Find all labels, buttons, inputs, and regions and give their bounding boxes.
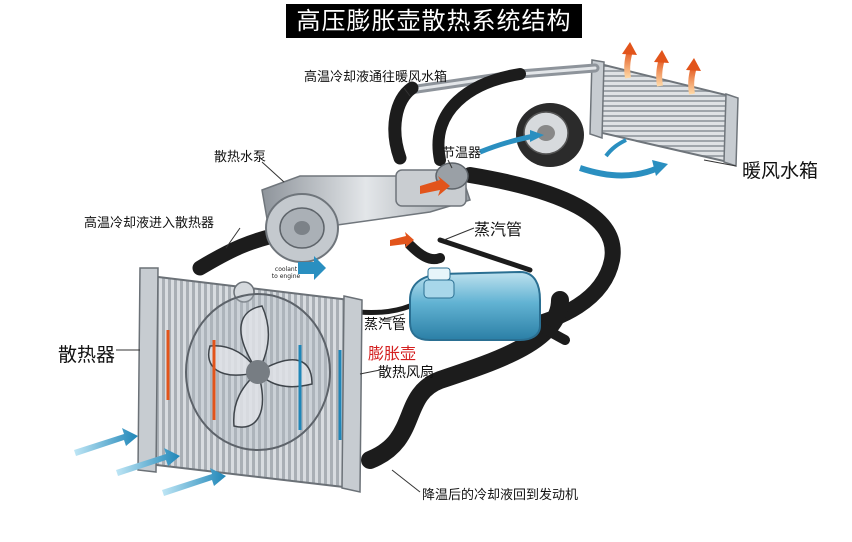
- heater-blower: [516, 103, 584, 167]
- label-water-pump: 散热水泵: [214, 150, 267, 165]
- label-coolant-to-engine: coolant to engine: [268, 266, 304, 280]
- label-heater-hot-in: 高温冷却液通往暖风水箱: [304, 70, 448, 85]
- radiator-flow-arrows: [166, 330, 342, 440]
- label-steam-pipe-lower: 蒸汽管: [364, 317, 406, 333]
- page-title: 高压膨胀壶散热系统结构: [286, 4, 582, 38]
- coolant-to-engine-arrow: [298, 256, 326, 280]
- label-cooled-return: 降温后的冷却液回到发动机: [422, 488, 579, 503]
- label-radiator: 散热器: [58, 344, 116, 366]
- thermostat-hot-arrows: [390, 176, 450, 248]
- leader-lines: [116, 87, 737, 493]
- heater-hot-air-arrows: [622, 42, 701, 95]
- air-inflow-arrows: [74, 428, 226, 496]
- expansion-tank: [409, 267, 541, 341]
- label-thermostat: 节温器: [442, 146, 482, 161]
- water-pump-assembly: [261, 169, 471, 263]
- label-expansion-tank: 膨胀壶: [368, 344, 417, 363]
- label-heater-core: 暖风水箱: [742, 160, 819, 182]
- label-fan: 散热风扇: [378, 365, 434, 381]
- label-radiator-hot-in: 高温冷却液进入散热器: [84, 216, 215, 231]
- heater-core: [589, 59, 739, 168]
- coolant-line1: coolant: [274, 266, 298, 273]
- coolant-line2: to engine: [271, 273, 301, 280]
- heater-cool-air-arrows: [479, 130, 668, 179]
- label-steam-pipe-upper: 蒸汽管: [474, 220, 523, 239]
- hoses: [192, 68, 621, 469]
- radiator-fan: [185, 293, 331, 451]
